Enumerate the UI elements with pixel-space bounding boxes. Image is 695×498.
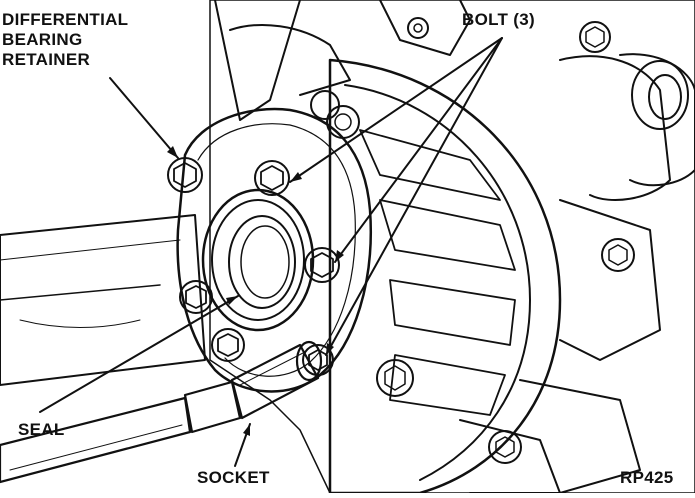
cover-bolt — [310, 90, 340, 120]
retainer-bolt — [167, 157, 203, 193]
cover-bolt — [488, 430, 522, 464]
axle-tube — [0, 214, 206, 386]
label-socket: SOCKET — [197, 468, 270, 487]
axle-housing — [209, 0, 695, 494]
differential-bearing-retainer — [176, 107, 372, 393]
socket-tool — [0, 340, 323, 484]
label-line: RETAINER — [2, 50, 91, 69]
differential-case — [310, 21, 635, 495]
retainer-bolt — [254, 160, 290, 196]
cover-bolt — [601, 238, 635, 272]
label-differential-bearing-retainer: DIFFERENTIAL BEARING RETAINER — [2, 10, 128, 70]
label-line: BEARING — [2, 30, 83, 49]
retainer-bolt — [304, 247, 340, 283]
seal — [201, 188, 315, 332]
cover-bolt — [376, 359, 414, 397]
leader-lines — [39, 37, 503, 467]
label-line: DIFFERENTIAL — [2, 10, 129, 29]
cover-bolt — [326, 105, 360, 139]
label-bolt: BOLT (3) — [462, 10, 535, 29]
figure-code: RP425 — [620, 468, 674, 487]
cover-bolt — [579, 21, 611, 53]
retainer-bolt — [211, 328, 245, 362]
retainer-bolt — [179, 280, 213, 314]
label-seal: SEAL — [18, 420, 65, 439]
